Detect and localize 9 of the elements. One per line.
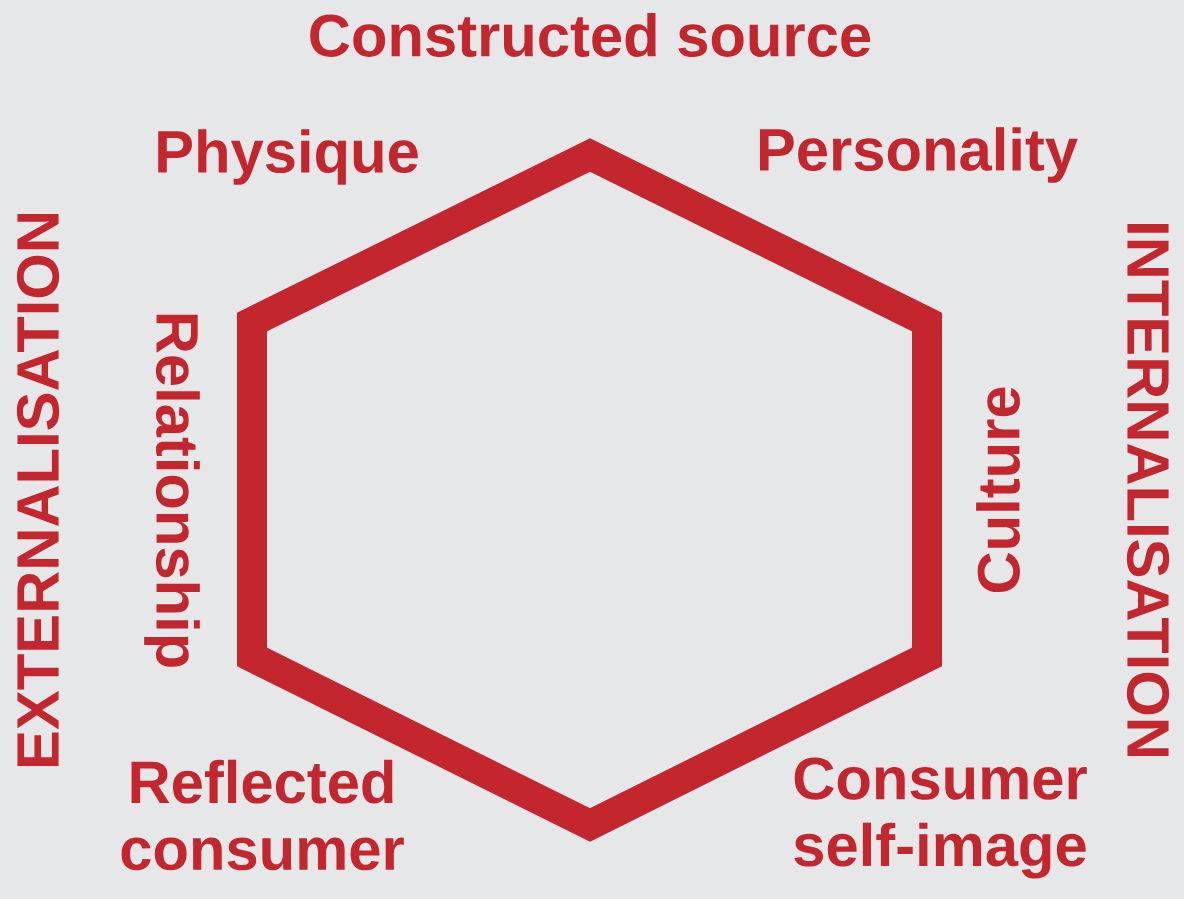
facet-label: Personality — [760, 127, 1078, 183]
axis-label: INTERNALISATION — [1126, 224, 1170, 756]
facet-label: Consumer self-image — [794, 757, 1087, 879]
facet-label: Physique — [158, 129, 418, 185]
facet-label: Culture — [976, 387, 1020, 593]
heading: Constructed source — [310, 13, 871, 57]
axis-label: EXTERNALISATION — [16, 214, 60, 766]
facet-label: Relationship — [144, 314, 200, 667]
facet-label: Reflected consumer — [121, 759, 404, 871]
